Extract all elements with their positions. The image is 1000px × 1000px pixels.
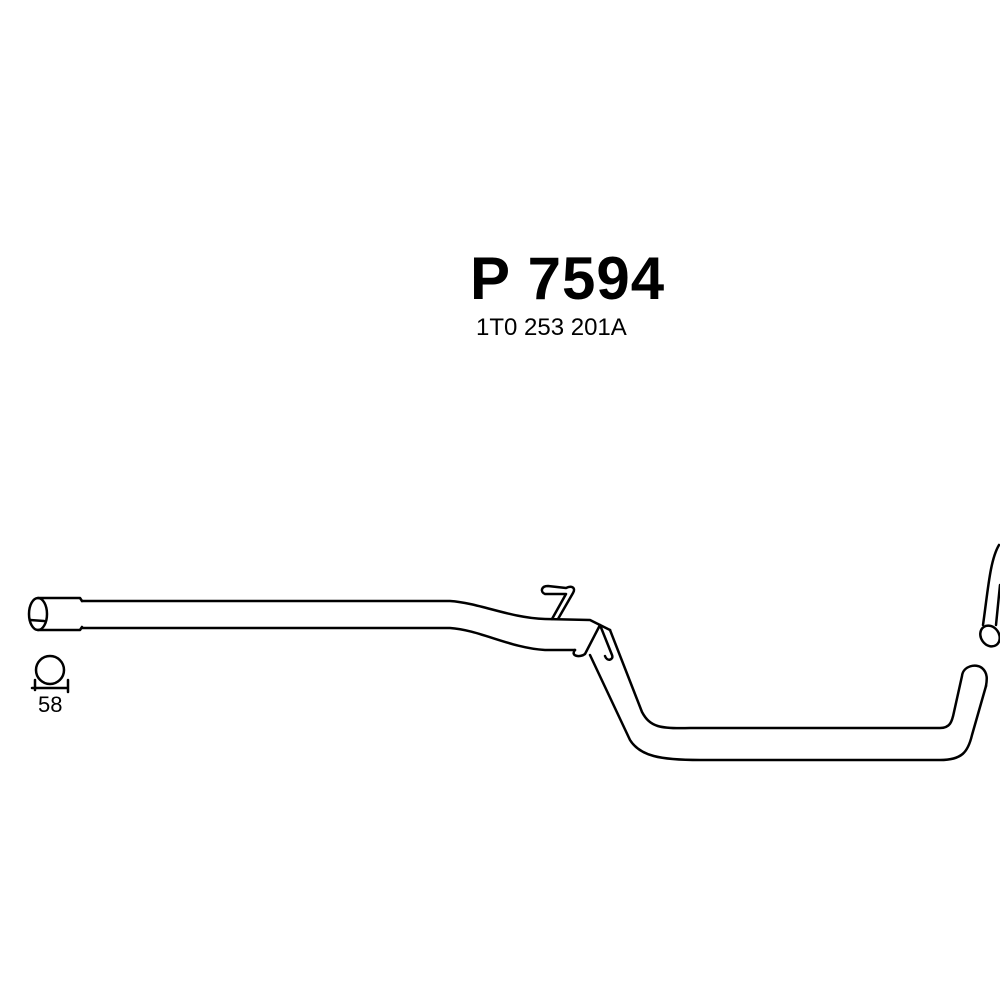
- part-number: P 7594: [470, 245, 666, 312]
- pipe-right-opening: [979, 624, 1000, 648]
- pipe-sleeve: [28, 596, 84, 632]
- pipe-inlet-opening: [27, 596, 49, 632]
- pipe-top-edge: [80, 599, 612, 632]
- clamp-quantity-label: 58: [38, 692, 63, 717]
- pipe-right-section: [981, 543, 1000, 627]
- hanger-bracket: [540, 584, 576, 621]
- pipe-bottom-edge: [80, 626, 577, 652]
- oe-reference: 1T0 253 201A: [476, 314, 627, 341]
- clamp-icon: [30, 654, 70, 694]
- pipe-bend-bottom: [588, 653, 988, 762]
- mount-bracket: [572, 623, 614, 661]
- pipe-bend-top: [608, 628, 989, 730]
